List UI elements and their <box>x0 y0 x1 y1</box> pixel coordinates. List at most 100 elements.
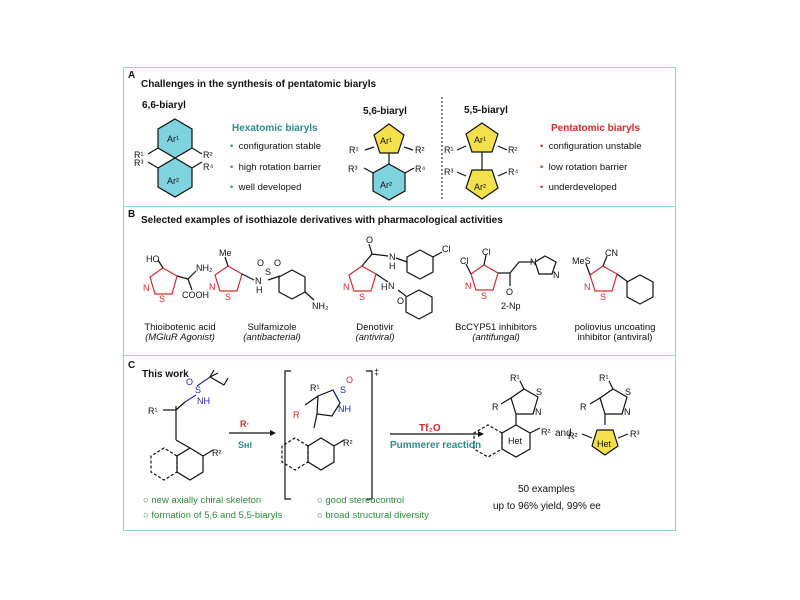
n-label-2: N <box>209 282 216 292</box>
ar2-label-66: Ar² <box>167 176 179 186</box>
het-label-p2: Het <box>597 439 612 449</box>
cl-label-bc-2: Cl <box>482 247 491 257</box>
r2-label-p2: R² <box>568 431 578 441</box>
n-label-1: N <box>143 283 150 293</box>
cl-label-bc-1: Cl <box>460 256 469 266</box>
h-label-deno-2: H <box>381 282 388 292</box>
feature-1: ○ new axially chiral skeleton <box>143 495 262 506</box>
n-label-3: N <box>343 282 350 292</box>
panel-c <box>123 355 676 531</box>
r3-label-66: R³ <box>134 158 144 168</box>
ar2-label-55: Ar² <box>474 182 486 192</box>
r4-label-66: R⁴ <box>203 162 213 172</box>
n-label-4: N <box>465 281 472 291</box>
me-label: Me <box>219 248 232 258</box>
n-label-deno-1: N <box>389 252 396 262</box>
pentatomic-title: Pentatomic biaryls <box>551 123 640 134</box>
r4-label-56: R⁴ <box>415 164 425 174</box>
s-label-sulfonyl: S <box>265 267 271 277</box>
s-label-4: S <box>481 291 487 301</box>
starting-material <box>150 369 229 481</box>
nh-label-int: NH <box>338 404 351 414</box>
r2-label-int: R² <box>343 438 353 448</box>
ar1-label-66: Ar¹ <box>167 134 179 144</box>
label-6-6-biaryl: 6,6-biaryl <box>142 100 186 111</box>
arrow-1-head <box>270 430 276 436</box>
n-label-imid-2: N <box>553 270 560 280</box>
r2-label-66: R² <box>203 150 213 160</box>
r1-label-int: R¹ <box>310 383 320 393</box>
arrow-2-head <box>478 431 484 437</box>
r1-label-sm: R¹ <box>148 406 158 416</box>
cn-label: CN <box>605 248 618 258</box>
r3-label-56: R³ <box>348 164 358 174</box>
ar2-label-56: Ar² <box>380 180 392 190</box>
n-label-p1: N <box>535 407 542 417</box>
pummerer-label: Pummerer reaction <box>390 440 482 451</box>
penta-point-3: • underdeveloped <box>540 182 617 193</box>
s-label-1: S <box>159 294 165 304</box>
ar1-label-56: Ar¹ <box>380 136 392 146</box>
label-5-6-biaryl: 5,6-biaryl <box>363 106 407 117</box>
h-label-sulf: H <box>256 285 263 295</box>
s-label-p1: S <box>536 387 542 397</box>
r2-label-sm: R² <box>212 448 222 458</box>
caption-sulfamizole: Sulfamizole(antibacterial) <box>243 322 301 343</box>
penta-point-2: • low rotation barrier <box>540 162 628 173</box>
caption-thioibotenic: Thioibotenic acid(MGluR Agonist) <box>144 322 216 343</box>
panel-b-title: Selected examples of isothiazole derivat… <box>141 215 503 226</box>
cooh-label: COOH <box>182 290 209 300</box>
o-label-sulf-2: O <box>274 258 281 268</box>
biaryl-5-6 <box>363 123 415 201</box>
r1-label-55: R¹ <box>444 145 454 155</box>
caption-denotivir: Denotivir(antiviral) <box>355 322 395 343</box>
r3-label-p2: R³ <box>630 429 640 439</box>
panel-a-letter: A <box>128 70 136 81</box>
panel-b <box>123 206 676 356</box>
summary-examples: 50 examples <box>518 484 575 495</box>
s-label-sm: S <box>195 385 201 395</box>
penta-point-1: • configuration unstable <box>540 141 642 152</box>
caption-bccyp51: BcCYP51 inhibitors(antifungal) <box>455 322 537 343</box>
ring-ar2-pentagon-55 <box>465 169 499 200</box>
feature-3: ○ formation of 5,6 and 5,5-biaryls <box>143 510 283 521</box>
r2-label-56: R² <box>415 145 425 155</box>
np-label: 2-Np <box>501 301 521 311</box>
shi-label: Sʜi <box>238 440 252 450</box>
r1-label-66: R¹ <box>134 150 144 160</box>
label-5-5-biaryl: 5,5-biaryl <box>464 105 508 116</box>
s-label-int: S <box>340 385 346 395</box>
hexatomic-title: Hexatomic biaryls <box>232 123 318 134</box>
o-label-deno-2: O <box>397 296 404 306</box>
h-label-deno-1: H <box>389 261 396 271</box>
intermediate-structure <box>281 389 345 471</box>
product-5-6 <box>473 380 541 458</box>
summary-yield: up to 96% yield, 99% ee <box>493 501 601 512</box>
biaryl-5-5 <box>456 122 508 200</box>
ar1-label-55: Ar¹ <box>474 135 486 145</box>
radical-label: R· <box>240 419 250 429</box>
r4-label-55: R⁴ <box>508 167 518 177</box>
mes-label: MeS <box>572 256 591 266</box>
nh2-label-1: NH₂ <box>196 263 213 273</box>
intermediate-bracket <box>284 370 373 500</box>
dagger-label: ‡ <box>374 367 379 377</box>
panel-c-title: This work <box>142 369 189 380</box>
n-label-5: N <box>584 282 591 292</box>
hexa-point-2: • high rotation barrier <box>230 162 321 173</box>
sulfamizole-structure <box>214 256 315 301</box>
s-label-5: S <box>600 292 606 302</box>
panel-a-title: Challenges in the synthesis of pentatomi… <box>141 79 377 90</box>
r-label-p1: R <box>492 402 499 412</box>
r3-label-55: R³ <box>444 167 454 177</box>
r-label-int: R <box>293 410 300 420</box>
hexa-point-3: • well developed <box>230 182 302 193</box>
r1-label-p1: R¹ <box>510 373 520 383</box>
r2-label-55: R² <box>508 145 518 155</box>
o-label-deno-1: O <box>366 235 373 245</box>
o-label-bc: O <box>506 287 513 297</box>
